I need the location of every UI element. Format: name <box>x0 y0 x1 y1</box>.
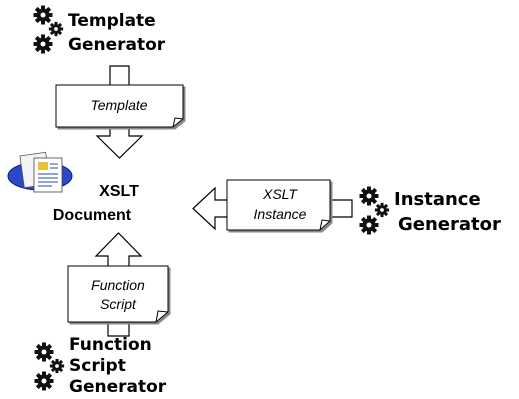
documents-icon <box>7 151 73 193</box>
xslt-document-node: XSLT Document <box>7 151 139 224</box>
template-generator-label-line2: Generator <box>68 35 166 55</box>
function-script-note: Function Script <box>67 265 169 323</box>
template-generator-node: Template Generator <box>32 4 166 56</box>
gears-icon <box>33 341 67 393</box>
instance-generator-label-line2: Generator <box>398 214 501 235</box>
function-script-generator-label-line1: Function <box>69 335 152 355</box>
function-script-note-label-line1: Function <box>91 277 145 293</box>
xslt-instance-note: XSLT Instance <box>226 179 331 231</box>
xslt-instance-note-label-line2: Instance <box>254 206 307 222</box>
instance-generator-label-line1: Instance <box>394 189 481 210</box>
xslt-instance-note-label-line1: XSLT <box>262 186 298 202</box>
template-generator-label-line1: Template <box>68 11 156 31</box>
xslt-document-label-line1: XSLT <box>99 183 139 200</box>
function-script-generator-label-line2: Script <box>69 356 126 376</box>
template-note: Template <box>55 84 184 128</box>
function-script-note-label-line2: Script <box>100 296 137 312</box>
gears-icon <box>32 4 66 56</box>
gears-icon <box>358 185 392 237</box>
function-script-generator-label-line3: Generator <box>69 377 167 397</box>
instance-generator-node: Instance Generator <box>358 185 501 237</box>
template-note-label: Template <box>90 97 147 113</box>
function-script-generator-node: Function Script Generator <box>33 335 167 397</box>
xslt-document-label-line2: Document <box>53 207 132 224</box>
